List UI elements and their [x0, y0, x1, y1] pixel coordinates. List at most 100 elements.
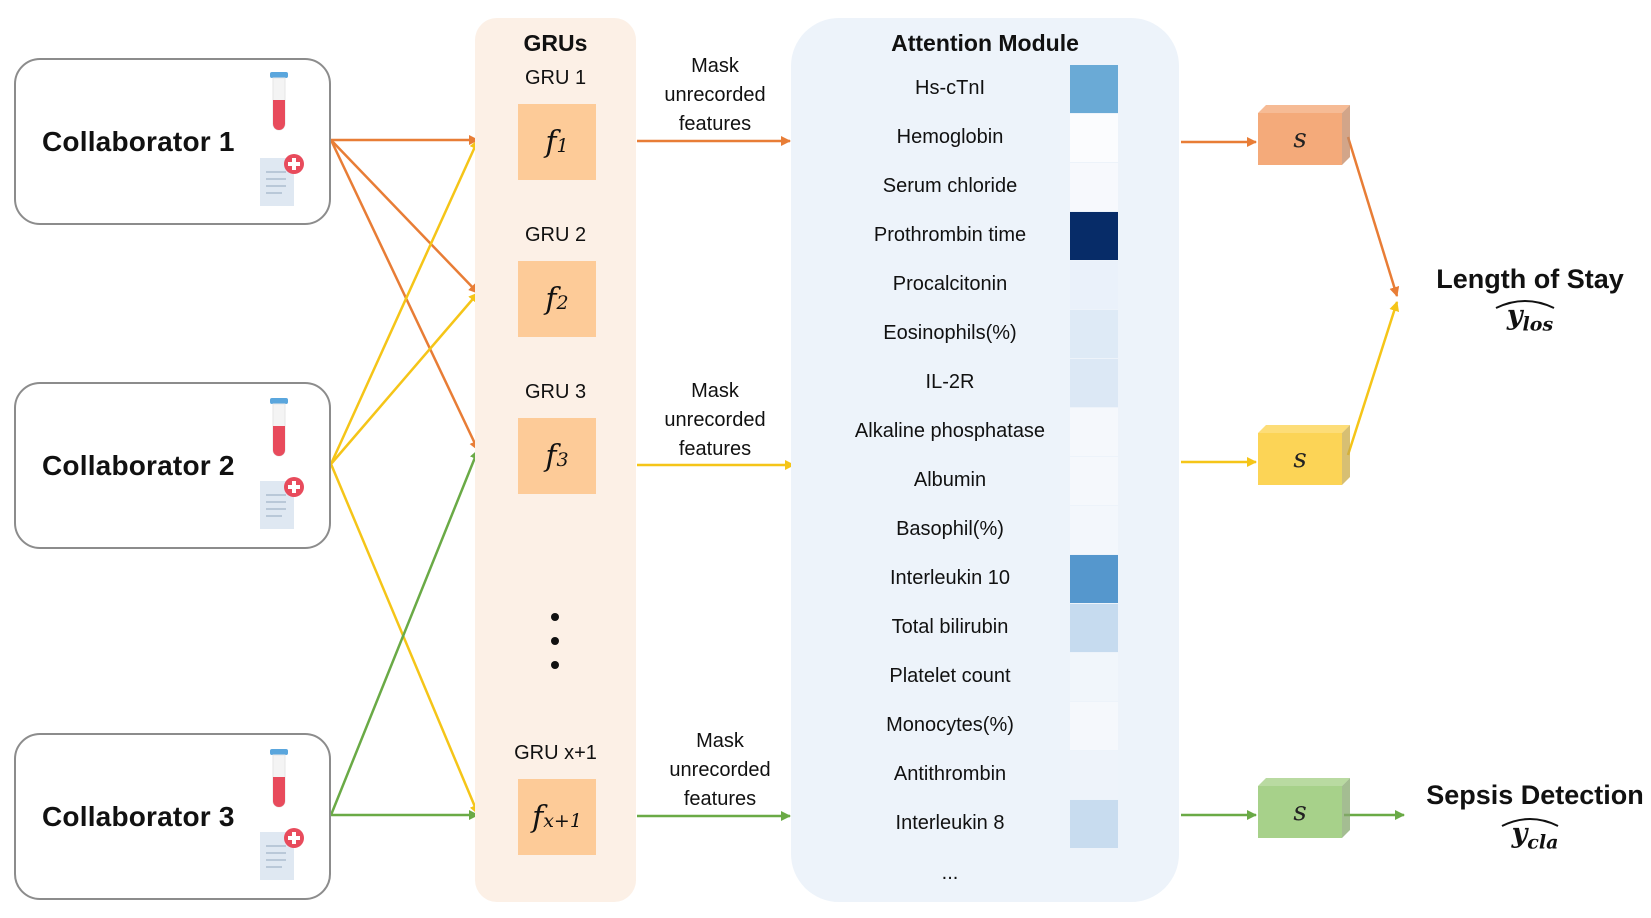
output-sepsis-symbol: ycla	[1490, 818, 1580, 853]
attention-feature-label: Prothrombin time	[873, 224, 1027, 246]
attention-feature-label: Interleukin 10	[889, 567, 1011, 589]
gru-3-func: f	[545, 438, 557, 474]
attention-feature-label: Eosinophils(%)	[883, 322, 1017, 344]
output-length-of-stay-symbol: ylos	[1485, 300, 1575, 335]
attention-feature-label: Hemoglobin	[896, 126, 1004, 148]
attention-feature-label: IL-2R	[925, 371, 975, 393]
mask-line: features	[678, 113, 752, 135]
gru-1-func: f	[545, 124, 557, 160]
mask-line: Mask	[691, 380, 739, 402]
ellipsis-dot	[551, 661, 559, 669]
attention-weight-cell	[1070, 653, 1118, 701]
gru-1-label: GRU 1	[524, 67, 587, 89]
score-block-shape	[1258, 778, 1350, 838]
arrow-s1-los	[1346, 136, 1400, 297]
attention-feature-label: Total bilirubin	[891, 616, 1009, 638]
blood-tube-icon	[270, 398, 288, 457]
medical-record-icon	[260, 477, 304, 529]
attention-module-title: Attention Module	[891, 30, 1079, 56]
attention-weight-cell	[1070, 408, 1118, 456]
gru-2-func: f	[545, 281, 557, 317]
arrow-c1-gru3	[329, 139, 480, 451]
attention-weight-cell	[1070, 457, 1118, 505]
attention-weight-cell	[1070, 359, 1118, 407]
attention-weight-cell	[1070, 702, 1118, 750]
arrow-c2-gru1	[329, 139, 480, 465]
gru-1-sub: 1	[556, 135, 569, 157]
arrow-c1-gru2	[330, 139, 479, 294]
attention-feature-label: Albumin	[913, 469, 987, 491]
hat-icon	[1501, 818, 1559, 827]
gru-panel-title: GRUs	[523, 30, 588, 56]
output-cla-sub: cla	[1527, 831, 1559, 854]
attention-weight-cell	[1070, 163, 1118, 211]
attention-feature-label: Basophil(%)	[896, 518, 1004, 540]
output-cla-y: y	[1511, 818, 1528, 849]
output-los-sub: los	[1522, 313, 1554, 336]
score-block-symbol: s	[1293, 797, 1307, 827]
attention-weight-cell	[1070, 261, 1118, 309]
output-length-of-stay-title: Length of Stay	[1436, 264, 1624, 294]
blood-tube-icon	[270, 749, 288, 808]
attention-weight-cell	[1070, 751, 1118, 799]
attention-feature-label: Monocytes(%)	[886, 714, 1014, 736]
attention-weight-cell	[1070, 555, 1118, 603]
mask-line: Mask	[696, 730, 744, 752]
collaborator-3-label: Collaborator 3	[42, 801, 235, 832]
mask-line: Mask	[691, 55, 739, 77]
medical-record-icon	[260, 828, 304, 880]
blood-tube-icon	[270, 72, 288, 131]
score-block-shape	[1258, 425, 1350, 485]
attention-weight-cell	[1070, 604, 1118, 652]
attention-weight-cell	[1070, 800, 1118, 848]
attention-weight-cell	[1070, 212, 1118, 260]
attention-feature-label: Procalcitonin	[892, 273, 1008, 295]
collaborator-2-label: Collaborator 2	[42, 450, 235, 481]
attention-feature-label: Antithrombin	[893, 763, 1007, 785]
arrow-c3-gru3	[329, 449, 480, 816]
score-block-shape	[1258, 105, 1350, 165]
mask-line: unrecorded	[669, 759, 771, 781]
collaborator-1-label: Collaborator 1	[42, 126, 235, 157]
attention-feature-label: Serum chloride	[882, 175, 1018, 197]
arrow-c2-grux	[329, 463, 480, 815]
score-block-symbol: s	[1293, 124, 1307, 154]
output-sepsis-detection-title: Sepsis Detection	[1426, 780, 1644, 810]
arrow-s2-los	[1346, 301, 1400, 456]
gru-x1-label: GRU x+1	[514, 742, 597, 764]
attention-weight-cell	[1070, 310, 1118, 358]
collaborator-1-box: Collaborator 1	[14, 58, 331, 225]
medical-record-icon	[260, 154, 304, 206]
output-los-y: y	[1506, 300, 1523, 331]
mask-line: features	[683, 788, 757, 810]
attention-feature-label: Alkaline phosphatase	[854, 420, 1046, 442]
arrow-c2-gru2	[330, 292, 479, 465]
mask-label-3: Mask unrecorded features	[645, 727, 795, 814]
mask-line: unrecorded	[664, 84, 766, 106]
gru-3-sub: 3	[556, 449, 569, 471]
attention-weight-cell	[1070, 65, 1118, 113]
ellipsis-dot	[551, 613, 559, 621]
attention-ellipsis: ...	[941, 862, 959, 884]
gru-2-label: GRU 2	[524, 224, 587, 246]
gru-x1-func: f	[532, 799, 544, 835]
mask-line: features	[678, 438, 752, 460]
mask-line: unrecorded	[664, 409, 766, 431]
attention-feature-label: Hs-cTnI	[915, 77, 985, 99]
attention-weight-cell	[1070, 506, 1118, 554]
gru-3-label: GRU 3	[524, 381, 587, 403]
score-block-symbol: s	[1293, 444, 1307, 474]
attention-feature-label: Platelet count	[889, 665, 1011, 687]
attention-feature-label: Interleukin 8	[895, 812, 1005, 834]
attention-weight-cell	[1070, 114, 1118, 162]
ellipsis-dot	[551, 637, 559, 645]
mask-label-2: Mask unrecorded features	[640, 377, 790, 464]
hat-icon	[1495, 300, 1555, 309]
gru-x1-sub: x+1	[543, 810, 582, 832]
mask-label-1: Mask unrecorded features	[640, 52, 790, 139]
